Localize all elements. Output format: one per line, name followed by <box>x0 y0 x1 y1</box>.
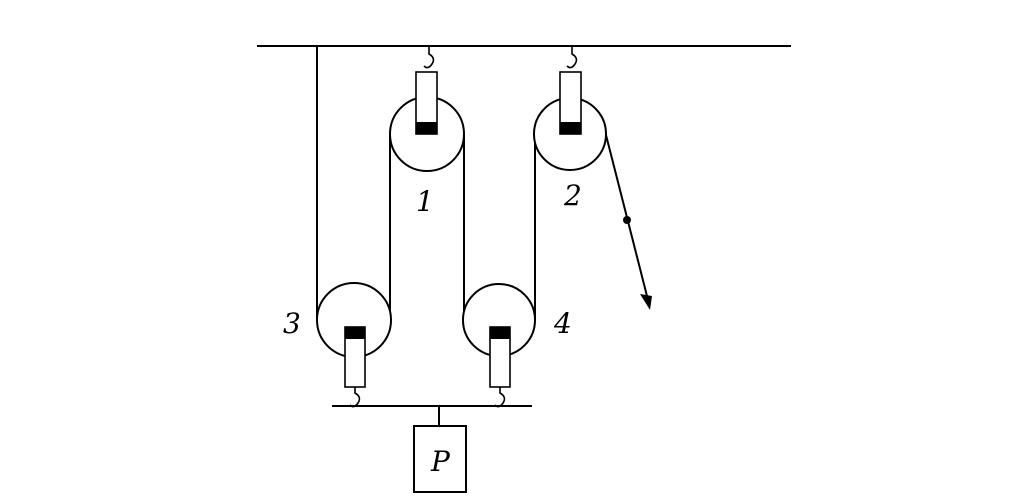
pulley-4: 4 <box>462 283 572 408</box>
rope <box>316 46 649 322</box>
pulley-2-label: 2 <box>563 179 582 212</box>
pulley-1-label: 1 <box>416 185 434 218</box>
load-label: P <box>430 445 451 478</box>
pull-arrow <box>623 216 652 310</box>
pulley-4-label: 4 <box>553 307 572 340</box>
pulley-1: 1 <box>389 46 465 218</box>
pulley-3: 3 <box>283 282 392 408</box>
load-weight: P <box>413 425 467 493</box>
pulley-3-label: 3 <box>283 307 301 340</box>
pulley-2: 2 <box>533 46 607 212</box>
